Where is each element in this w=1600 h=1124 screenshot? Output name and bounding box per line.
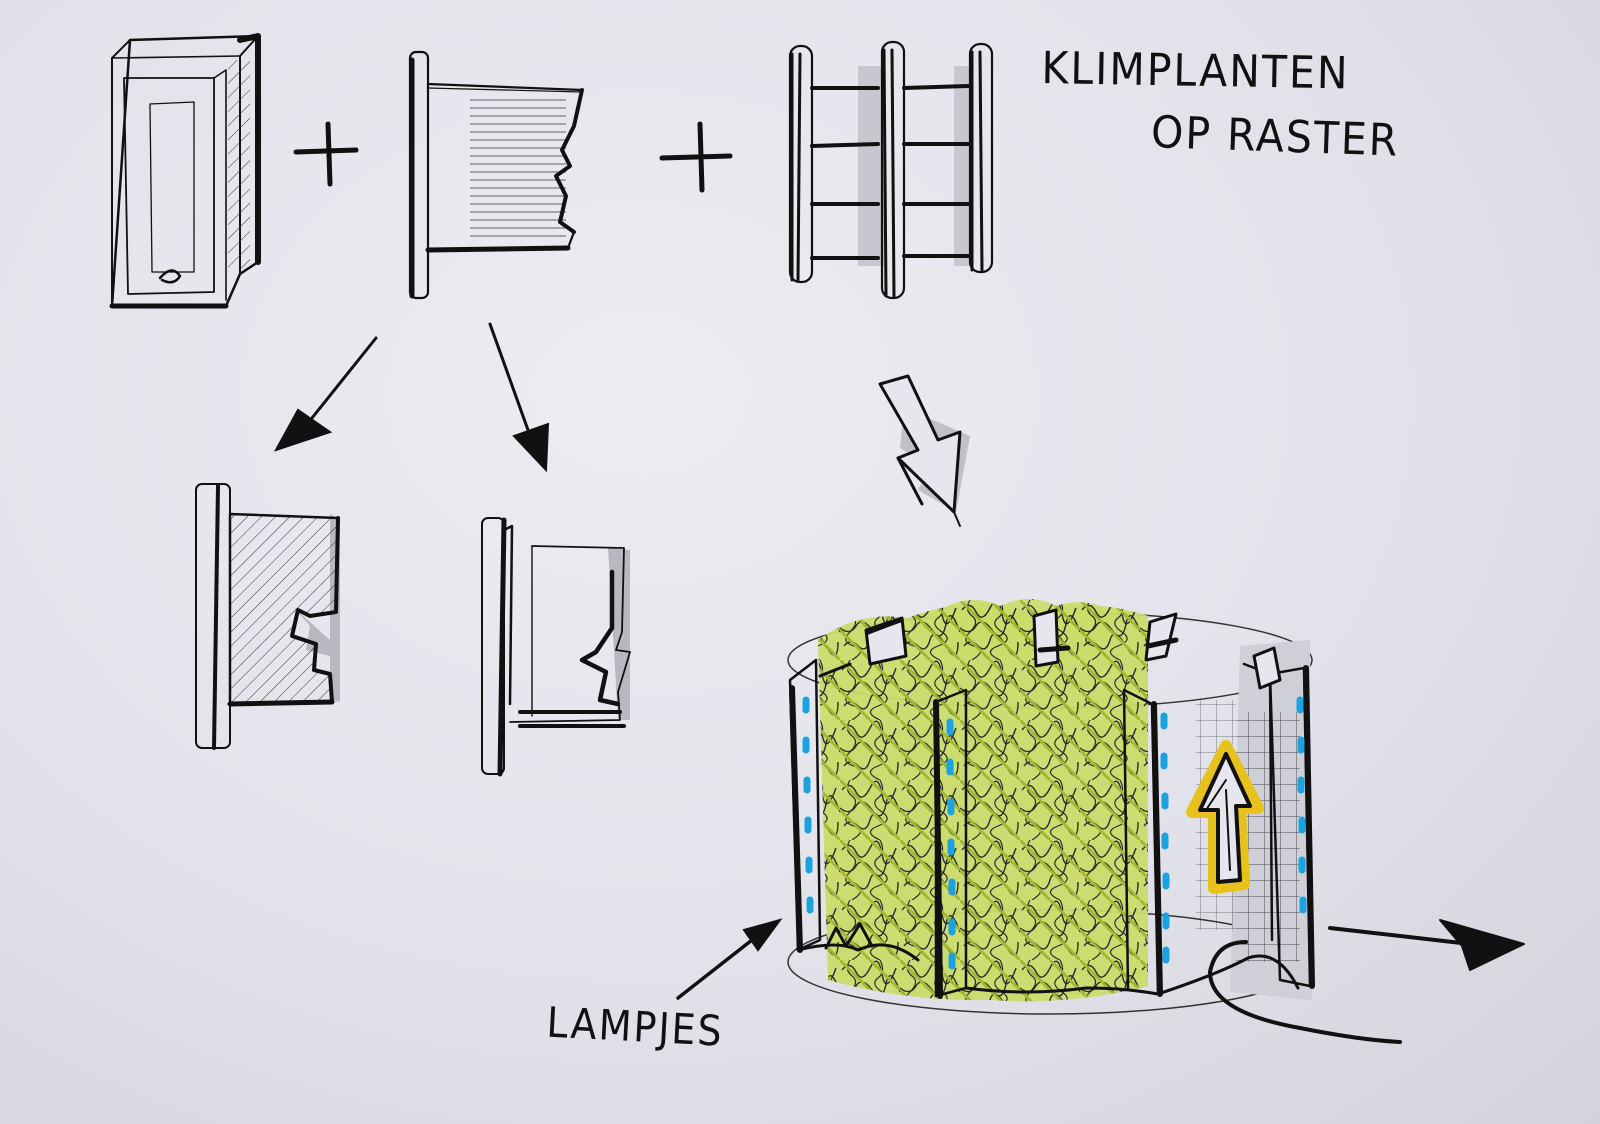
- vertical-grid-trellis: [788, 40, 994, 300]
- lamps-annotation: LAMPJES: [545, 998, 725, 1056]
- title-line-2: OP RASTER: [1150, 106, 1401, 167]
- down-arrow-icon: [273, 336, 378, 452]
- plus-sign-icon: [659, 121, 733, 193]
- title-line-1: KLIMPLANTEN: [1041, 42, 1350, 100]
- up-arrow-icon: [1186, 740, 1264, 894]
- down-arrow-icon: [878, 374, 970, 527]
- frame-box: [109, 33, 261, 309]
- panel-variant-open: [481, 517, 631, 777]
- rotation-arrow-icon: [1208, 919, 1525, 1044]
- lamp-pointer-arrow: [676, 918, 783, 1000]
- panel-with-notch: [408, 50, 584, 300]
- down-arrow-icon: [488, 322, 550, 473]
- cylindrical-planter-with-climbing-plants: [787, 599, 1525, 1044]
- plus-sign-icon: [293, 121, 359, 187]
- panel-variant-hatched: [195, 483, 340, 750]
